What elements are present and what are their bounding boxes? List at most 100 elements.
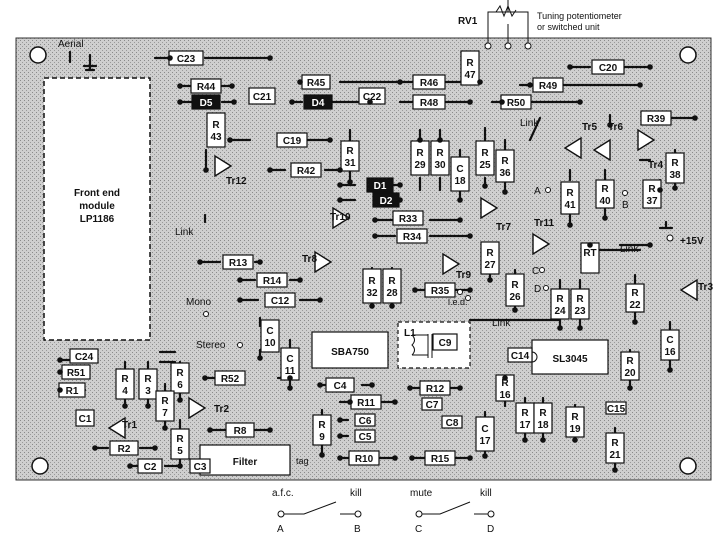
svg-text:C: C <box>266 326 273 337</box>
svg-text:37: 37 <box>646 196 658 207</box>
svg-text:R: R <box>511 280 519 291</box>
resistor-r17: R17 <box>515 402 535 434</box>
resistor-r7: R7 <box>155 390 175 422</box>
svg-text:25: 25 <box>479 160 491 171</box>
resistor-r38: R38 <box>665 152 685 184</box>
svg-text:R1: R1 <box>66 386 79 397</box>
svg-text:R52: R52 <box>221 374 240 385</box>
capacitor-c4: C4 <box>325 377 355 393</box>
svg-text:22: 22 <box>629 300 641 311</box>
diode-d4: D4 <box>303 94 333 110</box>
svg-text:30: 30 <box>434 160 446 171</box>
svg-text:R50: R50 <box>507 98 526 109</box>
capacitor-c8: C8 <box>441 415 463 429</box>
svg-text:27: 27 <box>484 260 496 271</box>
resistor-r5: R5 <box>170 428 190 460</box>
svg-text:17: 17 <box>519 420 531 431</box>
transistor-tr3: Tr3 <box>679 278 713 302</box>
resistor-r28: R28 <box>382 268 402 304</box>
stereo-label: Stereo <box>196 340 226 351</box>
capacitor-c15: C15 <box>605 401 627 415</box>
svg-text:R44: R44 <box>197 82 216 93</box>
svg-text:Tr4: Tr4 <box>648 160 663 171</box>
resistor-r37: R37 <box>642 179 662 209</box>
svg-text:C: C <box>481 424 488 435</box>
svg-text:3: 3 <box>145 386 151 397</box>
svg-text:6: 6 <box>177 380 183 391</box>
switch-kill-label-1: kill <box>350 488 362 499</box>
svg-text:C23: C23 <box>177 54 196 65</box>
svg-text:19: 19 <box>569 424 581 435</box>
svg-text:SL3045: SL3045 <box>552 354 587 365</box>
svg-text:D1: D1 <box>374 181 387 192</box>
transistor-tr9: Tr9 <box>442 252 471 281</box>
svg-text:4: 4 <box>122 386 128 397</box>
resistor-r36: R36 <box>495 149 515 183</box>
svg-text:R: R <box>571 412 579 423</box>
svg-text:R: R <box>144 374 152 385</box>
svg-text:R: R <box>501 378 509 389</box>
svg-text:36: 36 <box>499 168 511 179</box>
resistor-r15: R15 <box>424 450 456 466</box>
svg-text:11: 11 <box>285 366 296 377</box>
capacitor-c1: C1 <box>75 409 95 427</box>
resistor-r21: R21 <box>605 432 625 464</box>
svg-text:40: 40 <box>599 196 611 207</box>
capacitor-c19: C19 <box>276 132 308 148</box>
resistor-r31: R31 <box>340 140 360 172</box>
svg-text:R10: R10 <box>355 454 374 465</box>
rv1-label: RV1 <box>458 16 478 27</box>
front-end-line3: LP1186 <box>80 214 115 225</box>
transistor-tr12: Tr12 <box>214 154 247 187</box>
led-label: l.e.d. <box>448 297 468 307</box>
svg-text:Tr6: Tr6 <box>608 122 623 133</box>
svg-text:R: R <box>521 408 529 419</box>
svg-text:R: R <box>161 396 169 407</box>
resistor-r23: R23 <box>570 288 590 320</box>
svg-text:9: 9 <box>319 432 325 443</box>
resistor-r27: R27 <box>480 241 500 275</box>
svg-text:5: 5 <box>177 446 183 457</box>
svg-text:C22: C22 <box>363 92 382 103</box>
switch-kill-label-2: kill <box>480 488 492 499</box>
mounting-holes <box>29 46 697 475</box>
svg-text:R: R <box>539 408 547 419</box>
transistor-tr1: Tr1 <box>107 416 137 440</box>
svg-text:C: C <box>456 164 463 175</box>
svg-text:R51: R51 <box>67 368 86 379</box>
svg-text:C5: C5 <box>359 432 372 443</box>
resistor-r9: R9 <box>312 414 332 446</box>
svg-text:18: 18 <box>454 176 466 187</box>
svg-text:R: R <box>501 156 509 167</box>
svg-text:SBA750: SBA750 <box>331 347 369 358</box>
svg-text:C3: C3 <box>194 462 207 473</box>
resistor-r29: R29 <box>410 140 430 176</box>
svg-text:R: R <box>671 158 679 169</box>
led-pad-2 <box>465 295 471 301</box>
capacitor-c9: C9 <box>432 333 458 351</box>
svg-text:R: R <box>416 148 424 159</box>
capacitor-c3: C3 <box>189 458 211 474</box>
svg-text:C: C <box>286 354 293 365</box>
front-end-module: Front end module LP1186 <box>43 77 151 341</box>
svg-text:R: R <box>466 58 474 69</box>
resistor-r3: R3 <box>138 368 158 400</box>
svg-text:10: 10 <box>264 338 276 349</box>
svg-text:23: 23 <box>574 306 586 317</box>
svg-text:43: 43 <box>210 132 222 143</box>
svg-text:RT: RT <box>583 248 596 259</box>
svg-text:C20: C20 <box>599 63 618 74</box>
svg-text:17: 17 <box>479 436 491 447</box>
svg-text:Tr5: Tr5 <box>582 122 597 133</box>
svg-text:Tr10: Tr10 <box>330 212 351 223</box>
coil-l1-label: L1 <box>404 328 416 339</box>
front-end-line1: Front end <box>74 188 120 199</box>
svg-text:D2: D2 <box>380 196 393 207</box>
svg-text:R34: R34 <box>403 232 422 243</box>
mono-test-point <box>203 311 209 317</box>
diode-d1: D1 <box>366 177 394 193</box>
front-end-line2: module <box>79 201 115 212</box>
svg-text:28: 28 <box>386 288 398 299</box>
solder-pads <box>57 55 698 473</box>
